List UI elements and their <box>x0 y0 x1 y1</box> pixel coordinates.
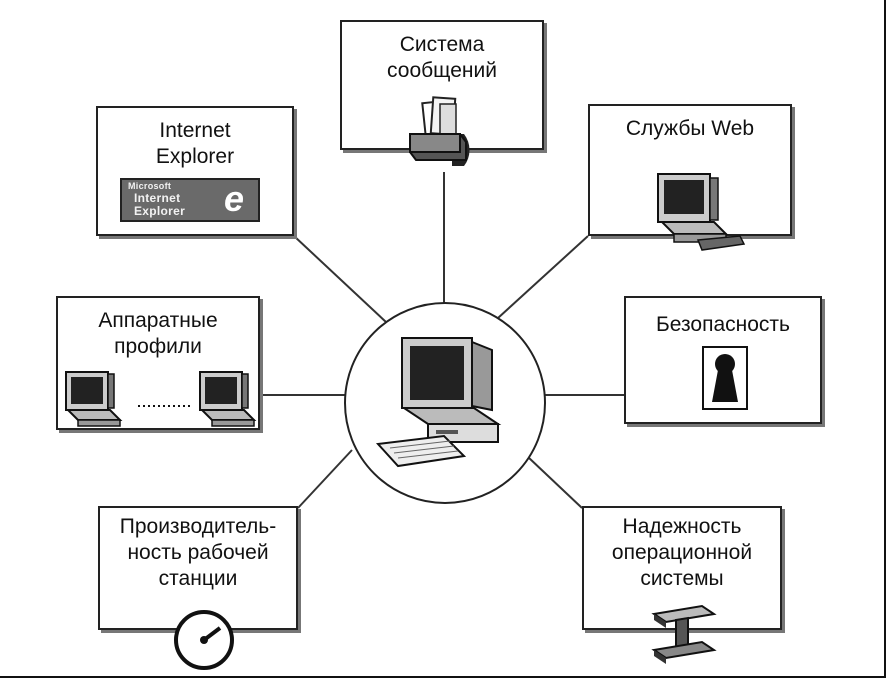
central-workstation <box>344 302 546 504</box>
connector-reliability <box>527 456 583 509</box>
connector-web-services <box>497 235 589 319</box>
computer-icon <box>657 173 746 251</box>
keyhole-icon <box>702 346 748 410</box>
node-hardware-profiles: Аппаратные профили <box>56 296 260 430</box>
node-web-services: Службы Web <box>588 104 792 251</box>
node-security-label: Безопасность <box>656 313 790 336</box>
node-reliability-label: Надежность операционной системы <box>611 515 753 590</box>
mailbox-icon <box>409 96 470 166</box>
node-web-services-label: Службы Web <box>625 117 755 140</box>
connector-internet-explorer <box>293 235 387 323</box>
ie-logo-mark: e <box>224 178 245 219</box>
steel-beam-icon <box>651 604 717 664</box>
node-messaging: Система сообщений <box>340 20 544 166</box>
workstation-computer-icon <box>375 337 502 468</box>
node-internet-explorer-label: Internet Explorer <box>155 119 235 168</box>
ie-logo-vendor: Microsoft <box>128 181 172 191</box>
node-performance-label: Производитель- ность рабочей станции <box>119 515 277 590</box>
node-hardware-profiles-label: Аппаратные профили <box>98 309 218 358</box>
ie-logo-line2: Explorer <box>134 204 186 218</box>
node-messaging-label: Система сообщений <box>387 33 497 82</box>
node-reliability: Надежность операционной системы <box>582 506 782 664</box>
node-performance: Производитель- ность рабочей станции <box>98 506 298 670</box>
node-internet-explorer: Internet Explorer Microsoft Internet Exp… <box>96 106 294 236</box>
internet-explorer-logo: Microsoft Internet Explorer e <box>120 178 260 222</box>
ie-logo-line1: Internet <box>134 191 181 205</box>
connector-performance <box>297 449 353 509</box>
node-security: Безопасность <box>624 296 822 424</box>
gauge-icon <box>174 610 234 670</box>
two-computers-icon <box>65 371 257 427</box>
